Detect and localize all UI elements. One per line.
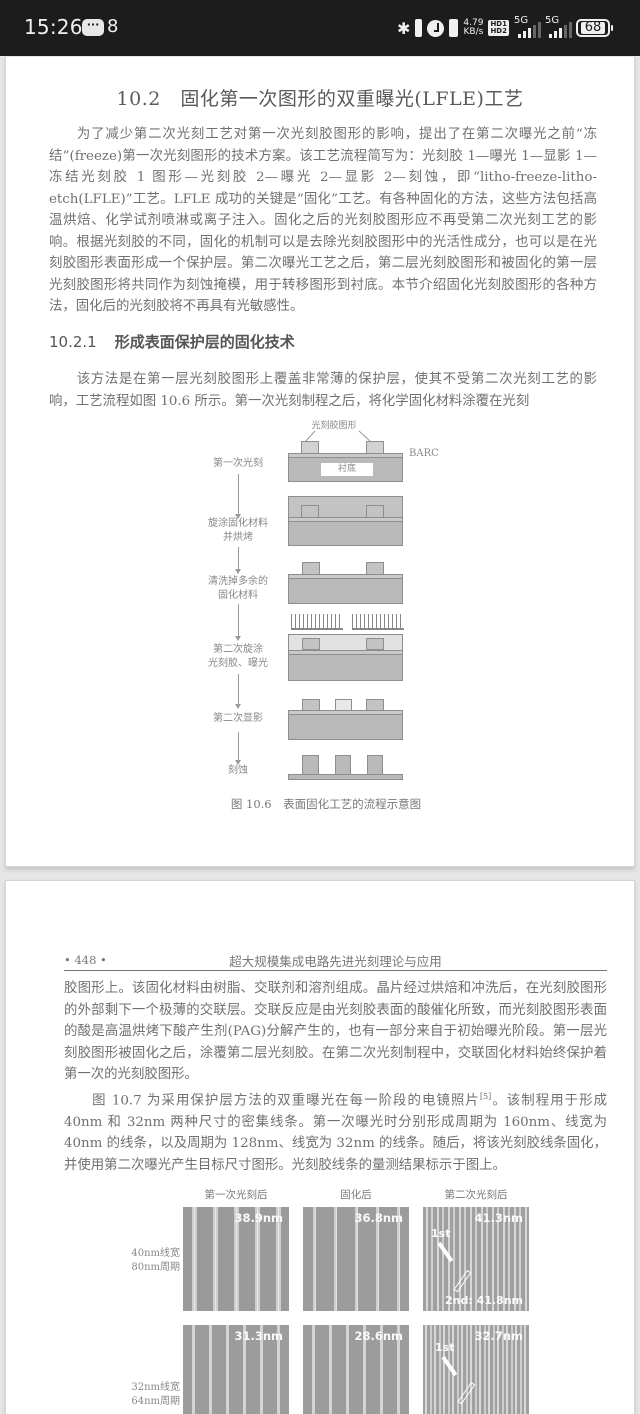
first-exposure-marker: 1st (431, 1227, 451, 1240)
measurement-label: 38.9nm (234, 1211, 283, 1225)
step-label: 旋涂固化材料 并烘烤 (208, 518, 268, 543)
sem-image: 31.3nm (183, 1325, 289, 1414)
flow-arrow (235, 732, 241, 765)
figure-10-7-sem-images: 第一次光刻后 固化后 第二次光刻后 40nm线宽 80nm周期 32nm线宽 6… (120, 1185, 540, 1414)
bluetooth-icon: ✱ (397, 18, 411, 38)
etched-line (335, 755, 351, 775)
step-label: 第二次旋涂 光刻胶、曝光 (208, 644, 268, 669)
substrate (288, 578, 403, 604)
first-exposure-arrow (437, 1241, 454, 1263)
flow-arrow (235, 674, 241, 709)
second-exposure-measurement: 2nd: 41.8nm (444, 1294, 523, 1307)
first-exposure-arrow (441, 1355, 458, 1377)
resist-line (366, 638, 384, 650)
row-label: 32nm线宽 64nm周期 (131, 1382, 180, 1407)
sem-image: 32.7nm 1st (423, 1325, 529, 1414)
document-page-447[interactable]: 10.2 固化第一次图形的双重曝光(LFLE)工艺 为了减少第二次光刻工艺对第一… (5, 57, 635, 867)
measurement-label: 28.6nm (354, 1329, 403, 1343)
substrate (288, 774, 403, 780)
alarm-icon (427, 19, 445, 37)
flow-arrow (235, 474, 241, 519)
etched-line (367, 755, 383, 775)
measurement-label: 31.3nm (234, 1329, 283, 1343)
measurement-label: 41.3nm (474, 1211, 523, 1225)
sem-image: 36.8nm (303, 1207, 409, 1311)
substrate (288, 521, 403, 546)
message-bubble-icon: ··· (82, 19, 104, 36)
document-page-448[interactable]: • 448 • 超大规模集成电路先进光刻理论与应用 胶图形上。该固化材料由树脂、… (5, 880, 635, 1414)
clock: 15:26 (24, 15, 83, 39)
flow-arrow (235, 547, 241, 574)
resist-pattern-label: 光刻胶图形 (311, 421, 357, 431)
battery-saver-icon (415, 19, 423, 37)
column-header: 固化后 (340, 1189, 372, 1201)
figure-reference-paragraph: 图 10.7 为采用保护层方法的双重曝光在每一阶段的电镜照片[5]。该制程用于形… (64, 1092, 608, 1173)
exposure-rays (291, 614, 343, 630)
etched-line (302, 755, 319, 775)
step-label: 清洗掉多余的 固化材料 (208, 576, 268, 601)
pointer-lines (304, 430, 372, 443)
subsection-paragraph: 该方法是在第一层光刻胶图形上覆盖非常薄的保护层，使其不受第二次光刻工艺的影响，工… (49, 372, 597, 409)
substrate-label: 衬底 (321, 463, 373, 476)
sim2-signal-icon: 5G (545, 15, 572, 39)
sem-image: 41.3nm 1st 2nd: 41.8nm (423, 1207, 529, 1311)
resist-line (302, 638, 320, 650)
network-speed: 4.79 KB/s (463, 18, 484, 37)
column-header: 第一次光刻后 (204, 1189, 268, 1201)
status-bar: 15:26 ··· 8 ✱ 4.79 KB/s HD1 HD2 5G 5G 68 (0, 0, 640, 56)
figure-10-6-process-flow: 光刻胶图形 衬底 BARC 第一次光刻 旋涂固化材料 并烘烤 清洗掉多余的 固化… (191, 412, 481, 822)
figure-caption: 图 10.6 表面固化工艺的流程示意图 (230, 797, 422, 811)
second-exposure-arrow (457, 1381, 476, 1405)
column-header: 第二次光刻后 (444, 1189, 508, 1201)
notification-count: 8 (107, 16, 119, 37)
page-number: • 448 • (64, 953, 107, 967)
sim1-signal-icon: 5G (514, 15, 541, 39)
intro-paragraph: 为了减少第二次光刻工艺对第一次光刻胶图形的影响，提出了在第二次曝光之前“冻结”(… (49, 127, 597, 314)
measurement-label: 32.7nm (474, 1329, 523, 1343)
row-label: 40nm线宽 80nm周期 (131, 1248, 180, 1273)
running-header: • 448 • 超大规模集成电路先进光刻理论与应用 (64, 951, 607, 971)
continued-paragraph: 胶图形上。该固化材料由树脂、交联剂和溶剂组成。晶片经过烘焙和冲洗后，在光刻胶图形… (64, 981, 607, 1082)
exposure-rays (352, 614, 404, 630)
substrate (288, 714, 403, 740)
vibrate-icon (449, 19, 459, 37)
measurement-label: 36.8nm (354, 1211, 403, 1225)
section-title: 10.2 固化第一次图形的双重曝光(LFLE)工艺 (116, 88, 524, 110)
barc-label: BARC (409, 448, 439, 459)
sem-image: 38.9nm (183, 1207, 289, 1311)
hd-voice-icon: HD1 HD2 (488, 20, 509, 36)
status-icons: ✱ 4.79 KB/s HD1 HD2 5G 5G 68 (397, 14, 613, 42)
step-label: 第一次光刻 (213, 458, 263, 469)
step-label: 刻蚀 (228, 765, 248, 776)
first-exposure-marker: 1st (435, 1341, 455, 1354)
sem-image: 28.6nm (303, 1325, 409, 1414)
battery-icon: 68 (576, 19, 613, 37)
step-label: 第二次显影 (213, 713, 263, 724)
book-title: 超大规模集成电路先进光刻理论与应用 (229, 954, 442, 969)
substrate (288, 654, 403, 681)
second-exposure-arrow (453, 1269, 472, 1293)
flow-arrow (235, 604, 241, 641)
citation-ref[interactable]: [5] (479, 1092, 492, 1101)
